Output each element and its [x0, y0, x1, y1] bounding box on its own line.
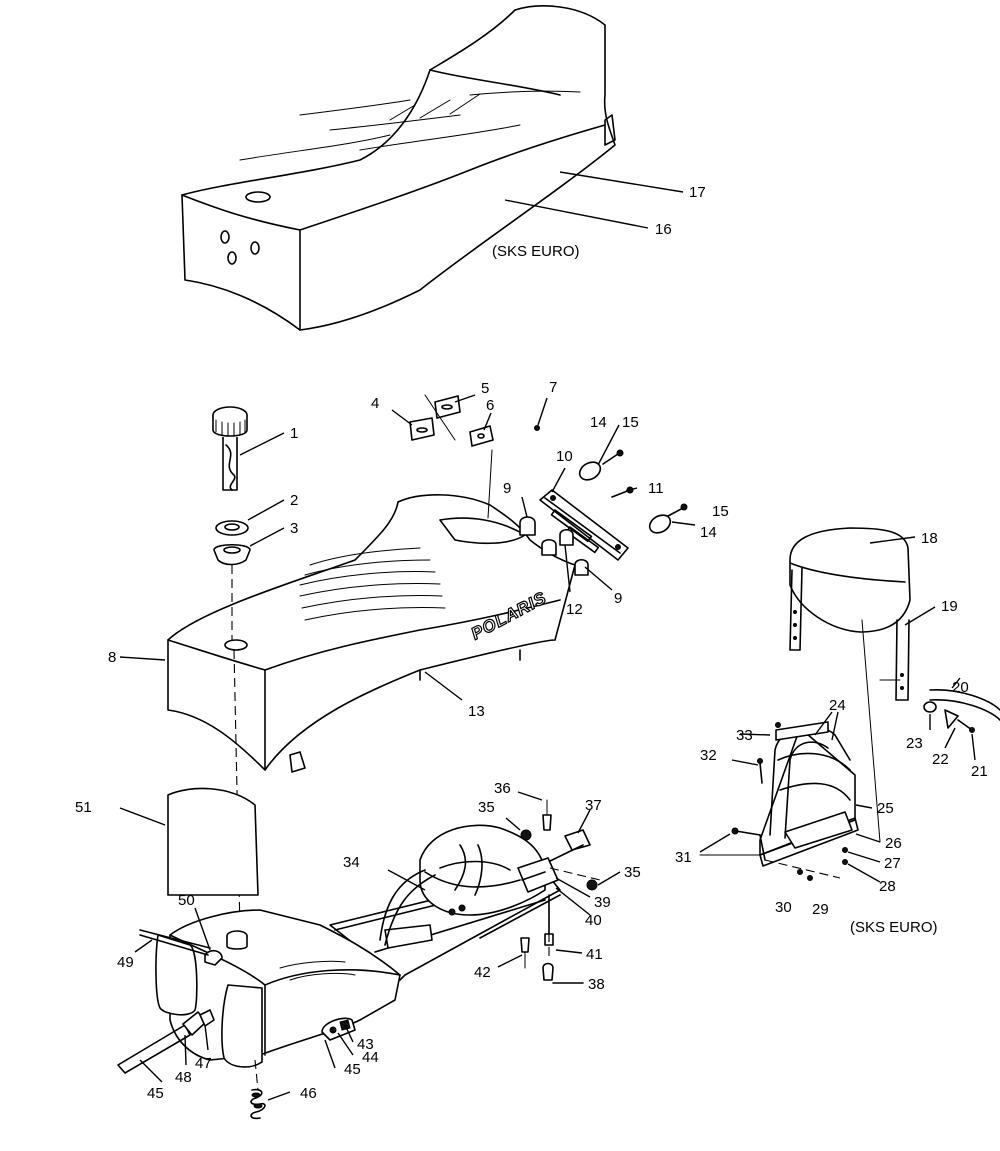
- callout-label: 15: [622, 414, 639, 431]
- main-seat-assembly: POLARIS: [119, 494, 576, 773]
- callout-label: 5: [481, 380, 489, 397]
- callout-label: 27: [884, 855, 901, 872]
- backrest-assembly: [699, 527, 1000, 883]
- note-sks-euro-right: (SKS EURO): [850, 919, 938, 936]
- callout-label: 34: [343, 854, 360, 871]
- callout-label: 1: [290, 425, 298, 442]
- callout-label: 25: [877, 800, 894, 817]
- callout-label: 35: [478, 799, 495, 816]
- callout-label: 4: [371, 395, 379, 412]
- callout-label: 37: [585, 797, 602, 814]
- callout-label: 12: [566, 601, 583, 618]
- fuel-cap-assembly: [212, 406, 285, 931]
- callout-label: 19: [941, 598, 958, 615]
- callout-label: 35: [624, 864, 641, 881]
- callout-label: 45: [344, 1061, 361, 1078]
- callout-label: 3: [290, 520, 298, 537]
- callout-label: 47: [195, 1055, 212, 1072]
- callout-label: 8: [108, 649, 116, 666]
- callout-labels: 1 2 3 4 5 6 7 8 9 9 10 11 12 13 14 14 15…: [75, 184, 988, 1102]
- callout-label: 24: [829, 697, 846, 714]
- callout-label: 6: [486, 397, 494, 414]
- callout-label: 29: [812, 901, 829, 918]
- euro-seat-assembly: [181, 5, 684, 331]
- callout-label: 39: [594, 894, 611, 911]
- callout-label: 13: [468, 703, 485, 720]
- callout-label: 20: [952, 679, 969, 696]
- callout-label: 2: [290, 492, 298, 509]
- callout-label: 40: [585, 912, 602, 929]
- callout-label: 31: [675, 849, 692, 866]
- callout-label: 28: [879, 878, 896, 895]
- callout-label: 9: [614, 590, 622, 607]
- callout-label: 45: [147, 1085, 164, 1102]
- callout-label: 16: [655, 221, 672, 238]
- callout-label: 10: [556, 448, 573, 465]
- callout-label: 44: [362, 1049, 379, 1066]
- callout-label: 18: [921, 530, 938, 547]
- note-sks-euro-top: (SKS EURO): [492, 243, 580, 260]
- callout-label: 51: [75, 799, 92, 816]
- callout-label: 42: [474, 964, 491, 981]
- callout-label: 21: [971, 763, 988, 780]
- callout-label: 11: [648, 480, 664, 497]
- hinge-plate-assembly: [519, 424, 696, 593]
- callout-label: 14: [700, 524, 717, 541]
- callout-label: 7: [549, 379, 557, 396]
- callout-label: 33: [736, 727, 753, 744]
- callout-label: 26: [885, 835, 902, 852]
- callout-label: 43: [357, 1036, 374, 1053]
- seat-clips: [391, 394, 548, 519]
- callout-label: 23: [906, 735, 923, 752]
- callout-label: 38: [588, 976, 605, 993]
- callout-label: 15: [712, 503, 729, 520]
- callout-label: 48: [175, 1069, 192, 1086]
- callout-label: 36: [494, 780, 511, 797]
- callout-label: 41: [586, 946, 603, 963]
- callout-label: 14: [590, 414, 607, 431]
- callout-label: 30: [775, 899, 792, 916]
- callout-label: 50: [178, 892, 195, 909]
- callout-label: 9: [503, 480, 511, 497]
- callout-label: 46: [300, 1085, 317, 1102]
- fuel-tank-assembly: [117, 787, 621, 1120]
- callout-label: 32: [700, 747, 717, 764]
- callout-label: 22: [932, 751, 949, 768]
- callout-label: 17: [689, 184, 706, 201]
- callout-label: 49: [117, 954, 134, 971]
